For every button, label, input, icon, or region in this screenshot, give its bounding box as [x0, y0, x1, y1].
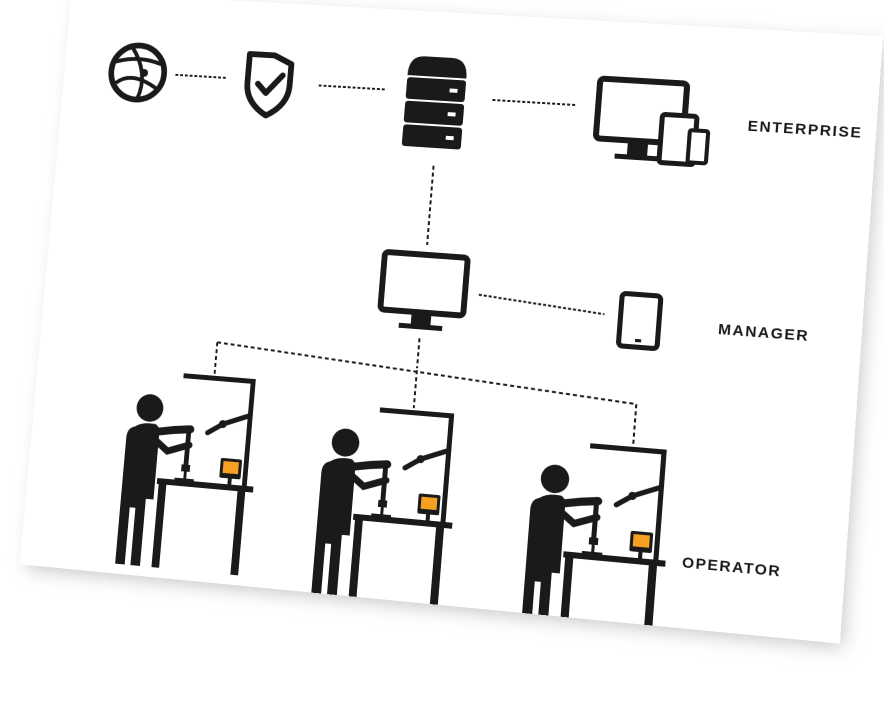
- enterprise-link-3: [492, 100, 576, 105]
- enterprise-link-2: [319, 85, 387, 89]
- tablet-icon: [618, 293, 661, 348]
- monitor-icon: [379, 252, 468, 331]
- operator-workstation-1: [115, 369, 262, 576]
- network-diagram: [20, 0, 883, 644]
- server-stack-icon: [401, 55, 468, 150]
- globe-icon: [109, 44, 167, 101]
- operator-workstation-3: [520, 439, 674, 644]
- multi-device-icon: [594, 79, 712, 166]
- diagram-card: ENTERPRISE MANAGER OPERATOR: [19, 0, 884, 644]
- shield-check-icon: [245, 54, 292, 117]
- server-to-manager-link: [427, 166, 433, 245]
- manager-link: [478, 295, 605, 315]
- manager-to-operator-links: [211, 323, 640, 447]
- operator-workstation-2: [311, 403, 462, 614]
- enterprise-link-1: [175, 75, 226, 78]
